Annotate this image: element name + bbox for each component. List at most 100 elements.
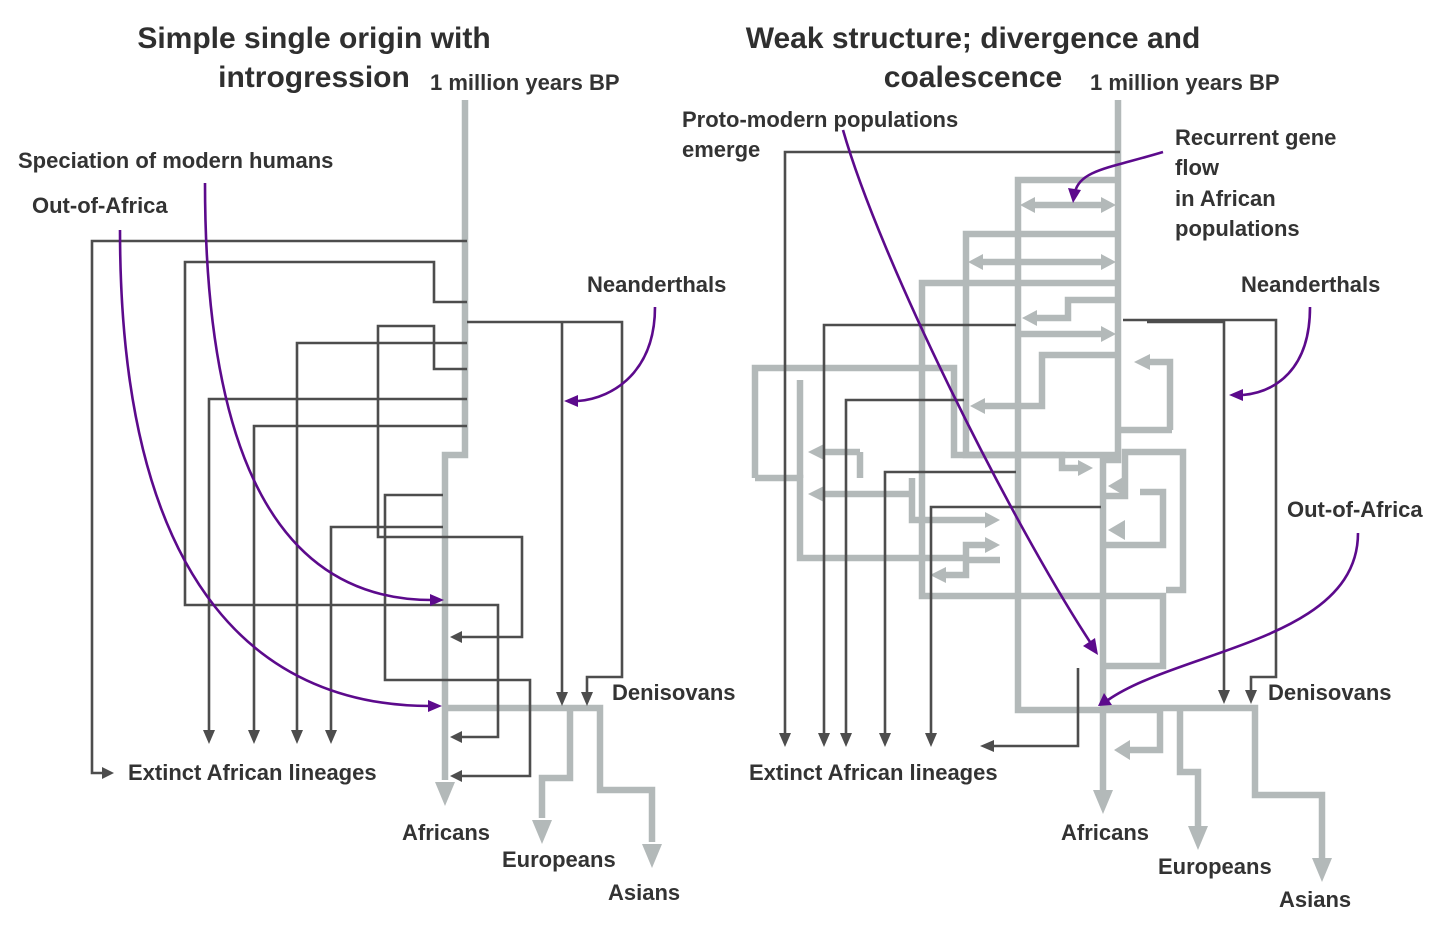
left-asians-label: Asians <box>608 880 680 905</box>
right-out-of-africa-arrow <box>1107 532 1360 702</box>
arrowhead <box>1108 476 1125 496</box>
arrowhead <box>879 733 891 747</box>
arrowhead <box>1020 197 1035 213</box>
right-proto-modern-arrow <box>841 129 1094 646</box>
right-neanderthal-lineage <box>1147 320 1226 690</box>
gray-line <box>751 364 1078 478</box>
arrowhead <box>203 730 215 744</box>
arrowhead <box>325 730 337 744</box>
left-speciation-arrow <box>203 182 433 602</box>
right-gene-flow-label-line2: flow <box>1175 155 1220 180</box>
right-archaic-lineages <box>779 150 1278 752</box>
arrowhead <box>1108 520 1125 540</box>
arrowhead <box>1101 254 1116 270</box>
arrowhead <box>808 444 824 460</box>
arrowhead <box>556 692 568 706</box>
arrowhead <box>840 733 852 747</box>
gray-line <box>755 474 985 562</box>
arrowhead <box>985 537 1000 553</box>
gray-line <box>822 448 864 478</box>
gray-line <box>918 279 1167 670</box>
right-structured-populations <box>751 100 1332 882</box>
gray-line <box>1035 296 1118 322</box>
arrowhead <box>1098 693 1112 706</box>
arrowhead <box>985 512 1000 528</box>
left-out-of-africa-label: Out-of-Africa <box>32 193 168 218</box>
right-lineage-3 <box>844 398 964 733</box>
arrowhead <box>779 733 791 747</box>
left-denisovan-lineage <box>467 320 624 692</box>
right-denisovan-lineage <box>1123 318 1278 690</box>
left-modern-lineage <box>435 100 662 868</box>
right-lineage-6 <box>992 668 1080 748</box>
right-europeans-branch <box>1176 708 1202 826</box>
gray-line <box>944 556 1000 579</box>
left-out-of-africa-arrow <box>118 229 431 708</box>
right-extinct-label: Extinct African lineages <box>749 760 998 785</box>
right-asians-label: Asians <box>1279 887 1351 912</box>
arrowhead <box>291 730 303 744</box>
left-asians-arrowhead <box>642 844 662 868</box>
left-title-line1: Simple single origin with <box>137 22 490 55</box>
gray-line <box>908 478 985 524</box>
left-europeans-label: Europeans <box>502 847 616 872</box>
left-lineage-6 <box>252 424 467 730</box>
arrowhead <box>450 770 462 782</box>
gray-line <box>1014 176 1118 714</box>
right-lineage-4 <box>883 470 1016 733</box>
left-lineage-4 <box>376 324 524 639</box>
gray-line <box>962 230 1118 459</box>
arrowhead <box>450 731 462 743</box>
arrowhead <box>102 767 114 779</box>
right-gene-flow-label-line1: Recurrent gene <box>1175 125 1336 150</box>
right-lineage-2 <box>822 323 1016 733</box>
arrowhead <box>248 730 260 744</box>
arrowhead <box>1022 310 1037 326</box>
right-africans-label: Africans <box>1061 820 1149 845</box>
gray-line <box>1103 706 1164 754</box>
arrowhead <box>1134 354 1150 370</box>
right-lineage-5 <box>929 505 1101 733</box>
gray-line <box>1150 358 1174 430</box>
left-europeans-arrowhead <box>532 820 552 844</box>
left-archaic-lineages <box>90 239 624 782</box>
arrowhead <box>1114 740 1130 760</box>
right-asians-arrowhead <box>1312 858 1332 882</box>
arrowhead <box>818 733 830 747</box>
arrowhead <box>581 692 593 706</box>
left-time-label: 1 million years BP <box>430 70 620 95</box>
left-lineage-7 <box>383 493 532 778</box>
arrowhead <box>1068 188 1081 203</box>
arrowhead <box>428 700 442 712</box>
right-denisovans-label: Denisovans <box>1268 680 1392 705</box>
gray-line <box>1103 488 1167 549</box>
arrowhead <box>1078 460 1093 476</box>
left-lineage-2 <box>183 260 500 739</box>
arrowhead <box>968 254 983 270</box>
left-title-line2: introgression <box>218 61 410 94</box>
arrowhead <box>1229 389 1243 401</box>
left-asians-branch <box>445 704 656 842</box>
arrowhead <box>980 740 994 752</box>
right-gene-flow-label-line3: in African <box>1175 186 1276 211</box>
left-lineage-1 <box>90 239 467 775</box>
left-africans-arrowhead <box>435 782 455 806</box>
gray-line <box>983 351 1118 410</box>
arrowhead <box>1218 690 1230 704</box>
arrowhead <box>1083 638 1098 655</box>
right-annotations <box>841 129 1360 706</box>
left-panel: Simple single origin with introgression … <box>18 22 736 905</box>
right-proto-label-line2: emerge <box>682 137 760 162</box>
gray-line <box>1103 448 1187 594</box>
arrowhead <box>808 486 824 502</box>
right-asians-branch <box>1103 704 1326 858</box>
left-extinct-label: Extinct African lineages <box>128 760 377 785</box>
left-modern-trunk <box>441 100 469 780</box>
left-lineage-8 <box>329 525 443 730</box>
right-neanderthals-arrow <box>1242 306 1312 397</box>
right-proto-label-line1: Proto-modern populations <box>682 107 958 132</box>
right-panel: Weak structure; divergence and coalescen… <box>682 22 1423 912</box>
left-europeans-branch <box>538 708 574 818</box>
